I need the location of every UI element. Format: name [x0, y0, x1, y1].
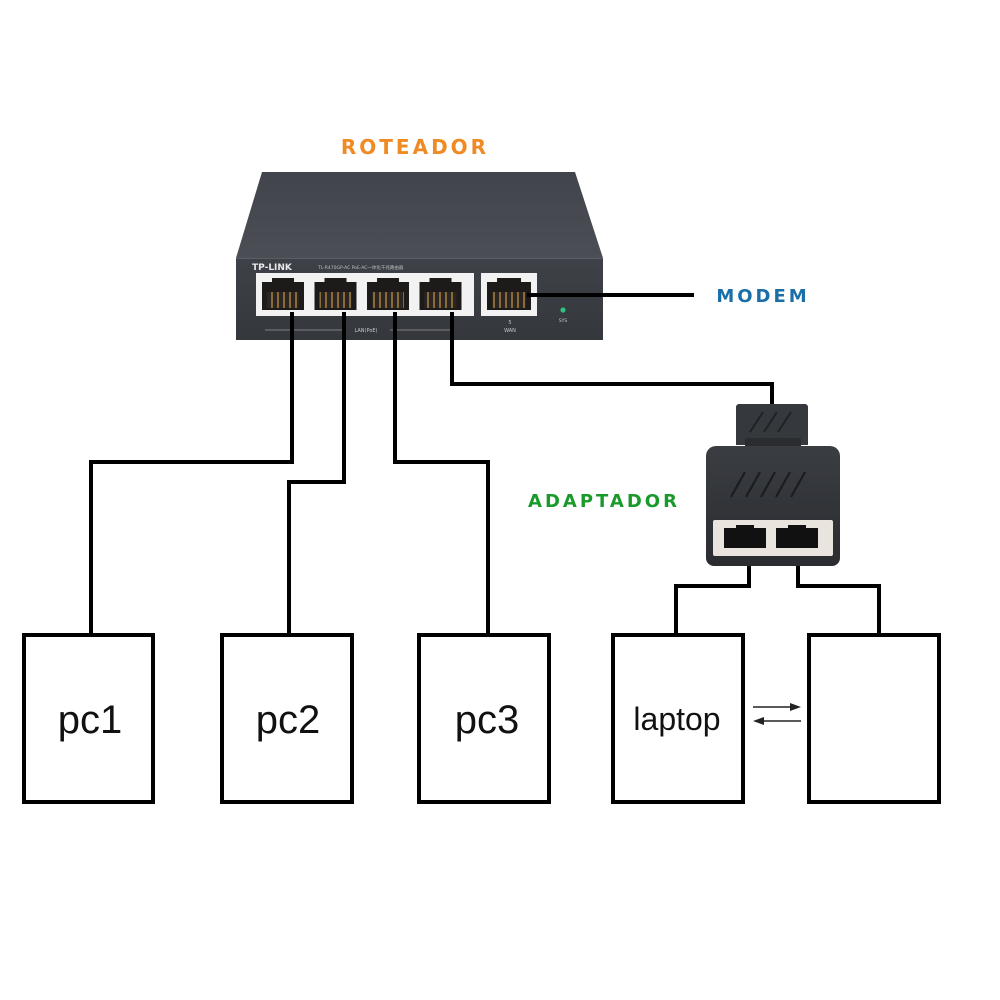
router-top-face: [236, 172, 603, 258]
pc2-label: pc2: [256, 698, 321, 742]
wire-router-pc1: [89, 312, 294, 636]
laptop-box[interactable]: [611, 633, 745, 804]
sys-led-icon: [560, 307, 566, 313]
pc2-box[interactable]: [220, 633, 354, 804]
router: TP-LINK TL-R470GP-AC PoE·AC一体化千兆路由器 LAN(…: [236, 172, 603, 340]
device5-box[interactable]: [807, 633, 941, 804]
wire-router-pc2: [287, 312, 346, 636]
router-label: ROTEADOR: [341, 135, 489, 159]
modem-label: MODEM: [716, 286, 809, 307]
device-boxes: [22, 633, 941, 804]
laptop-label: laptop: [633, 701, 720, 737]
lan-group-label: LAN(PoE): [354, 328, 377, 334]
router-model: TL-R470GP-AC PoE·AC一体化千兆路由器: [317, 264, 404, 271]
pc3-label: pc3: [455, 698, 520, 742]
sys-label: SYS: [559, 318, 568, 324]
adapter-port-2[interactable]: [776, 525, 818, 548]
wire-router-adapter: [450, 312, 774, 404]
wan-label: WAN: [504, 328, 516, 334]
wire-router-pc3: [393, 312, 490, 636]
pc1-label: pc1: [58, 698, 123, 742]
router-brand: TP-LINK: [252, 263, 293, 273]
adapter-port-1[interactable]: [724, 525, 766, 548]
lan-port-3[interactable]: [367, 278, 409, 310]
adapter: [706, 404, 840, 566]
wan-port[interactable]: [487, 278, 531, 310]
pc1-box[interactable]: [22, 633, 155, 804]
lan-port-2[interactable]: [314, 278, 357, 310]
pc3-box[interactable]: [417, 633, 551, 804]
lan-port-1[interactable]: [262, 278, 304, 310]
wan-port-number: 5: [508, 320, 511, 326]
adapter-label: ADAPTADOR: [528, 491, 680, 512]
bidirectional-arrows-icon: [753, 703, 801, 725]
lan-port-4[interactable]: [419, 278, 462, 310]
